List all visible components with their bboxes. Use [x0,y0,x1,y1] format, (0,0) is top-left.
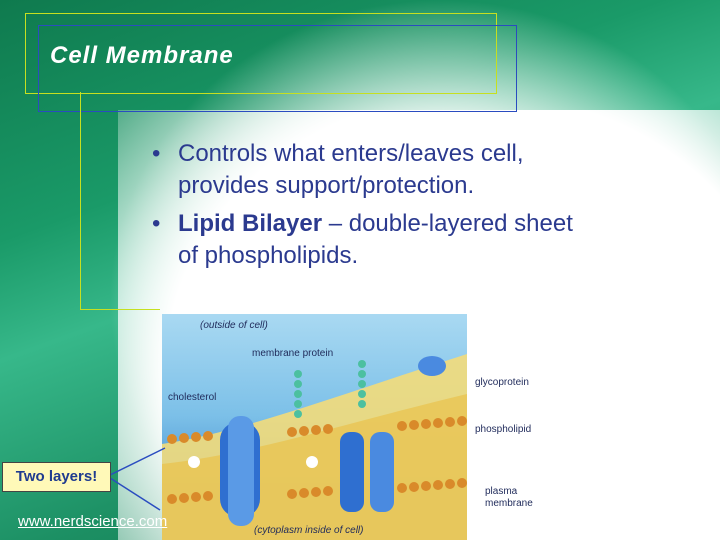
label-glycoprotein: glycoprotein [475,377,529,388]
bullet-item: • Controls what enters/leaves cell, prov… [152,138,592,202]
slide-number: 7-3 [672,515,694,532]
label-cholesterol: cholesterol [168,392,217,403]
bullet-text: Controls what enters/leaves cell, provid… [178,140,524,199]
label-phospholipid: phospholipid [475,424,532,435]
label-plasma: plasma [485,486,518,497]
nerdscience-link[interactable]: www.nerdscience.com [18,513,168,530]
bullet-dot: • [152,210,161,237]
slide-title: Cell Membrane [50,42,234,69]
label-inside-cell: (cytoplasm inside of cell) [254,525,364,536]
bullet-dot: • [152,140,161,167]
decor-line-vertical [80,92,81,310]
title-frame-inner [38,25,517,112]
two-layers-callout: Two layers! [2,462,111,492]
cell-membrane-illustration: (outside of cell) membrane protein chole… [162,314,467,540]
title-frame-outer [25,13,497,94]
label-membrane: membrane [485,498,533,509]
callout-arrows [109,447,166,511]
decor-line-horizontal [80,309,160,310]
membrane-diagram [162,354,467,540]
label-outside-cell: (outside of cell) [200,320,268,331]
bullet-item: • Lipid Bilayer – double-layered sheet o… [152,208,592,272]
figure-label-column: glycoprotein phospholipid plasma membran… [467,314,545,540]
label-membrane-protein: membrane protein [252,348,334,359]
bullet-term: Lipid Bilayer [178,210,323,237]
bullet-text: – double-layered sheet of phospholipids. [178,210,573,269]
bullet-list: • Controls what enters/leaves cell, prov… [152,138,592,272]
